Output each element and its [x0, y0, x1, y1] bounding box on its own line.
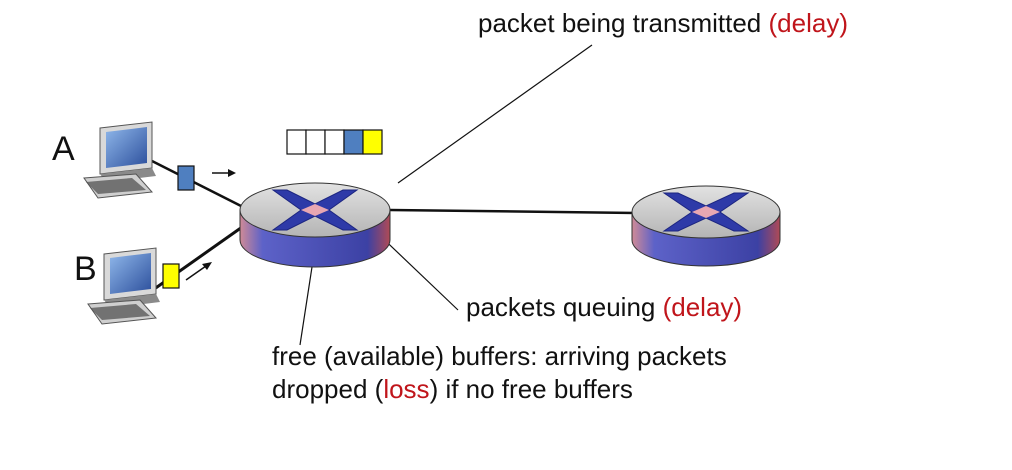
- label-buffers-loss: loss: [383, 374, 430, 404]
- arrow-a: [212, 169, 236, 177]
- label-buffers-dropped: dropped (: [272, 374, 384, 404]
- host-b-computer: [87, 247, 160, 325]
- link-a-router: [149, 158, 246, 210]
- label-transmitted-text: packet being transmitted: [478, 8, 769, 38]
- pointer-transmitted: [397, 44, 593, 184]
- arrow-b: [185, 262, 212, 281]
- label-transmitted: packet being transmitted (delay): [478, 8, 848, 39]
- label-buffers-no-free: ) if no free buffers: [429, 374, 633, 404]
- router-2-arrows-icon: [662, 192, 750, 232]
- host-b-label: B: [74, 250, 97, 288]
- host-a-computer: [83, 121, 156, 199]
- label-queuing-delay: (delay): [662, 292, 743, 322]
- buffer-queue: [286, 129, 383, 155]
- buffer-slot-free: [305, 129, 326, 155]
- label-queuing: packets queuing (delay): [466, 292, 742, 323]
- label-buffers-line-1: free (available) buffers: arriving packe…: [272, 341, 727, 371]
- label-buffers-line-2: dropped (loss) if no free buffers: [272, 374, 633, 405]
- label-queuing-text: packets queuing: [466, 292, 663, 322]
- packet-b: [162, 263, 180, 289]
- link-router-router: [389, 208, 641, 215]
- host-a-label: A: [52, 130, 75, 168]
- label-transmitted-delay: (delay): [768, 8, 848, 38]
- buffer-slot-queued: [343, 129, 364, 155]
- router-2: [631, 185, 781, 267]
- router-1-arrows-icon: [271, 189, 359, 231]
- buffer-slot-free: [286, 129, 307, 155]
- buffer-slot-free: [324, 129, 345, 155]
- packet-a: [177, 165, 195, 191]
- router-1: [239, 182, 391, 268]
- buffer-slot-queued: [362, 129, 383, 155]
